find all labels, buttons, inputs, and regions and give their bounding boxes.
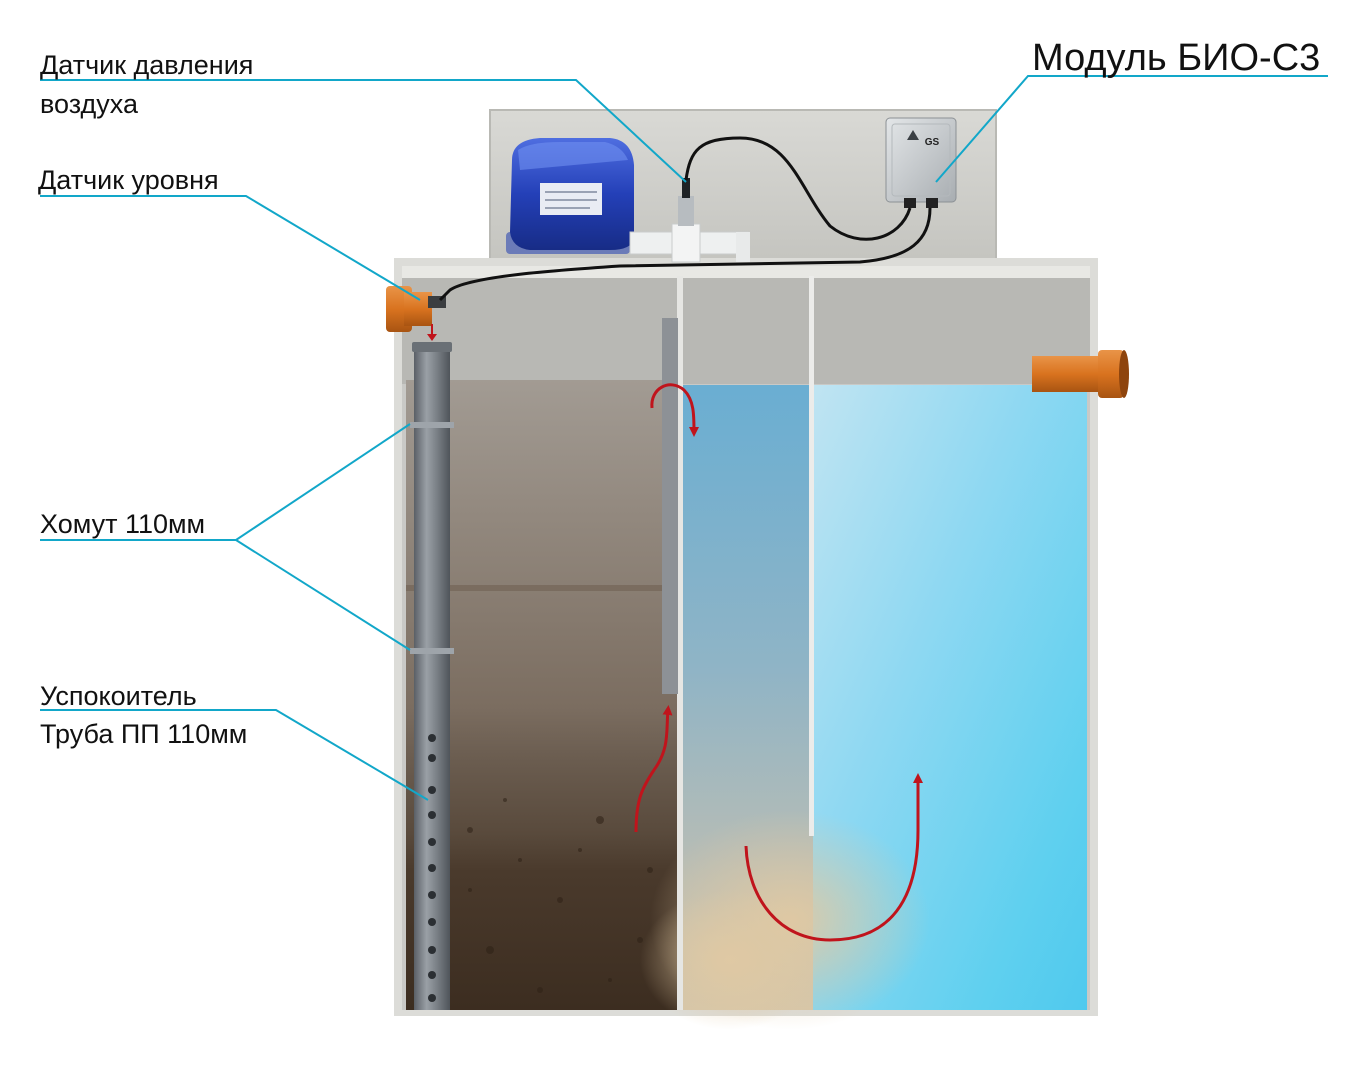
pressure-sensor-label-line1: Датчик давления [40, 47, 253, 83]
pressure-sensor-label-line2: воздуха [40, 86, 138, 122]
module-badge: GS [925, 137, 940, 148]
leader-level-sensor [40, 196, 420, 300]
air-compressor [506, 138, 634, 254]
calmer-pipe [410, 342, 454, 1010]
module-title: Модуль БИО-С3 [1032, 36, 1320, 80]
outlet-pipe [1032, 350, 1129, 398]
clamp-label: Хомут 110мм [40, 506, 205, 542]
calmer-label-line1: Успокоитель [40, 678, 197, 714]
control-module-box: GS [886, 118, 956, 208]
level-sensor-label: Датчик уровня [38, 162, 219, 198]
calmer-label-line2: Труба ПП 110мм [40, 716, 247, 752]
leader-clamp-lower [236, 540, 410, 650]
